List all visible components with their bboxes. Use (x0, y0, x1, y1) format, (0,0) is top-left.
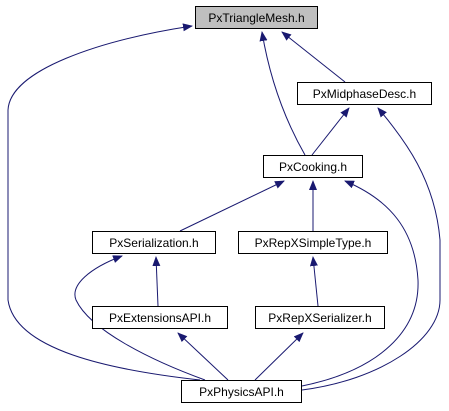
node-pxtrianglemesh: PxTriangleMesh.h (195, 6, 318, 29)
edge-physicsapi-to-trianglemesh (7, 23, 201, 381)
edge-serialization-to-cooking (179, 180, 285, 232)
node-pxcooking[interactable]: PxCooking.h (263, 155, 363, 178)
edge-physicsapi-to-extensionsapi (177, 332, 229, 381)
edge-physicsapi-to-midphase (301, 107, 441, 391)
edge-cooking-to-midphase (311, 107, 350, 156)
edge-physicsapi-to-cooking (301, 180, 419, 387)
edge-cooking-to-trianglemesh (259, 31, 306, 156)
node-pxmidphasedesc[interactable]: PxMidphaseDesc.h (297, 82, 432, 105)
edge-physicsapi-to-serialization (74, 255, 206, 381)
edge-repxserializer-to-repxsimpletype (309, 256, 319, 307)
node-pxserialization[interactable]: PxSerialization.h (92, 231, 216, 254)
edge-extensionsapi-to-serialization (152, 256, 161, 307)
edge-physicsapi-to-repxserializer (254, 332, 304, 381)
node-pxrepxsimpletype[interactable]: PxRepXSimpleType.h (238, 231, 388, 254)
node-pxextensionsapi[interactable]: PxExtensionsAPI.h (92, 306, 228, 329)
edge-midphase-to-trianglemesh (281, 31, 346, 83)
node-pxphysicsapi[interactable]: PxPhysicsAPI.h (181, 380, 302, 403)
node-pxrepxserializer[interactable]: PxRepXSerializer.h (255, 306, 385, 329)
